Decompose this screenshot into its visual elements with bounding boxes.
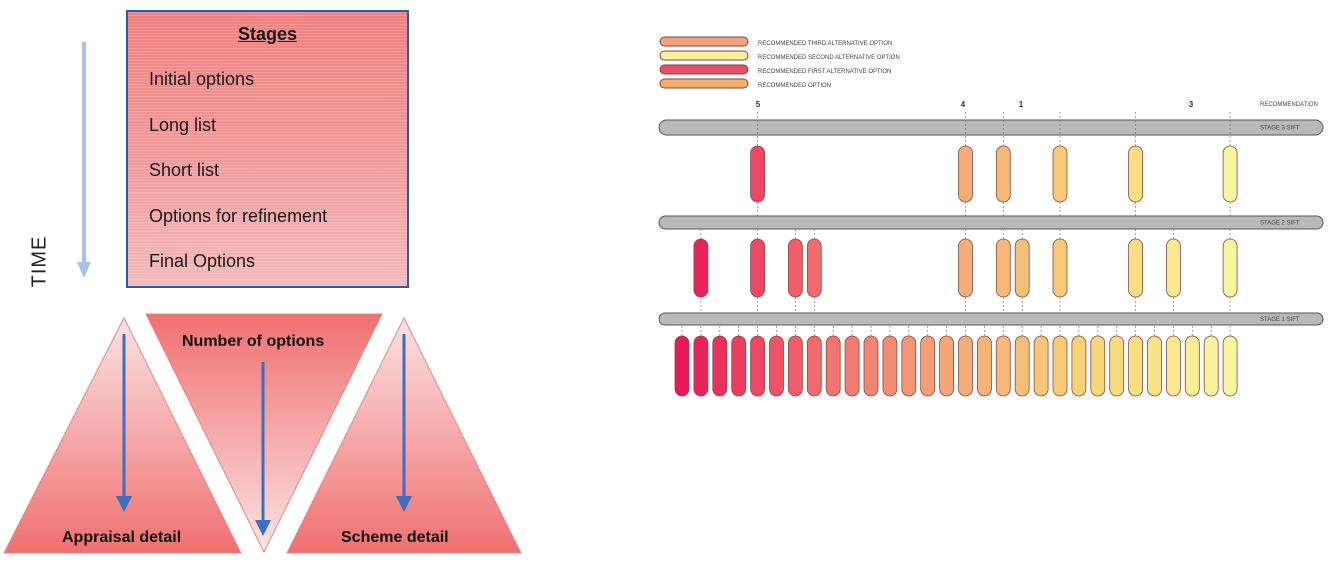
option-pill-middle-10	[1166, 238, 1181, 298]
option-pill-middle-11	[1222, 238, 1238, 298]
option-pill-bottom-20	[1033, 335, 1049, 397]
top-label-2: 4	[961, 100, 966, 109]
option-pill-middle-4	[806, 238, 822, 298]
time-and-triangles-graphic	[3, 42, 522, 554]
sift-bar-3	[658, 312, 1324, 326]
time-label: TIME	[28, 235, 51, 288]
option-pill-bottom-26	[1147, 335, 1162, 397]
sift-bar-1	[658, 119, 1324, 136]
stages-box: Stages Initial options Long list Short l…	[126, 10, 409, 288]
legend-swatch-3	[659, 64, 749, 75]
option-pill-bottom-29	[1203, 335, 1219, 397]
option-pill-middle-2	[750, 238, 765, 298]
stage-long-list: Long list	[149, 115, 217, 135]
time-arrow-head	[77, 262, 91, 278]
option-pill-bottom-4	[731, 335, 747, 397]
option-pill-bottom-16	[958, 335, 973, 397]
option-pill-bottom-21	[1052, 335, 1068, 397]
option-pill-bottom-27	[1166, 335, 1181, 397]
option-pill-bottom-13	[901, 335, 917, 397]
option-pill-middle-1	[693, 238, 709, 298]
appraisal-detail-label: Appraisal detail	[62, 529, 182, 546]
option-pill-bottom-7	[787, 335, 803, 397]
scheme-arrow-head	[396, 496, 412, 512]
stage-options-for-refinement: Options for refinement	[149, 206, 328, 226]
sift-bar-label-1: STAGE 3 SIFT	[1260, 126, 1300, 132]
option-pill-bottom-11	[863, 335, 879, 397]
option-pill-bottom-3	[712, 335, 728, 397]
appraisal-arrow-head	[116, 496, 132, 512]
option-development-diagram: TIME Stages Initial options Long list Sh…	[0, 0, 540, 566]
option-pill-bottom-12	[882, 335, 898, 397]
option-pill-middle-5	[958, 238, 973, 298]
option-pill-bottom-2	[693, 335, 709, 397]
option-pill-bottom-23	[1090, 335, 1106, 397]
option-pill-top-3	[995, 145, 1011, 203]
option-pill-bottom-14	[920, 335, 936, 397]
sift-bar-label-2: STAGE 2 SIFT	[1260, 221, 1300, 227]
option-pill-top-2	[958, 145, 973, 203]
option-pill-bottom-10	[844, 335, 860, 397]
recommendation-header: RECOMMENDATION	[1260, 102, 1318, 108]
legend-swatch-4	[659, 78, 749, 89]
legend-swatch-2	[659, 50, 749, 61]
option-pill-top-6	[1222, 145, 1238, 203]
options-arrow-head	[255, 520, 271, 536]
option-pill-bottom-30	[1222, 335, 1238, 397]
stages-title: Stages	[237, 24, 298, 44]
sift-bar-2	[658, 215, 1324, 230]
option-pill-top-4	[1052, 145, 1068, 203]
legend-label-3: RECOMMENDED FIRST ALTERNATIVE OPTION	[758, 69, 891, 75]
option-pill-bottom-5	[750, 335, 765, 397]
top-label-3: 1	[1019, 100, 1024, 109]
option-pill-bottom-28	[1184, 335, 1200, 397]
option-pill-middle-9	[1128, 238, 1144, 298]
option-pill-bottom-17	[976, 335, 992, 397]
option-pill-middle-8	[1052, 238, 1068, 298]
option-pill-middle-6	[995, 238, 1011, 298]
legend-swatch-1	[659, 36, 749, 47]
option-pill-bottom-15	[939, 335, 955, 397]
legend-label-1: RECOMMENDED THIRD ALTERNATIVE OPTION	[758, 41, 892, 47]
option-pill-bottom-6	[769, 335, 784, 397]
option-pill-bottom-19	[1014, 335, 1030, 397]
legend-label-2: RECOMMENDED SECOND ALTERNATIVE OPTION	[758, 55, 900, 61]
scheme-detail-label: Scheme detail	[341, 529, 449, 546]
stage-final-options: Final Options	[149, 251, 256, 271]
option-pill-bottom-8	[806, 335, 822, 397]
sift-bar-label-3: STAGE 1 SIFT	[1260, 317, 1300, 323]
option-pill-bottom-9	[825, 335, 841, 397]
option-pill-bottom-1	[674, 335, 690, 397]
top-label-1: 5	[756, 100, 761, 109]
option-pill-bottom-22	[1071, 335, 1087, 397]
sifting-process-diagram: RECOMMENDED THIRD ALTERNATIVE OPTION RECO…	[640, 0, 1333, 566]
number-of-options-label: Number of options	[182, 333, 325, 350]
option-pill-top-5	[1128, 145, 1144, 203]
stage-initial-options: Initial options	[149, 69, 255, 89]
sifting-graphic: RECOMMENDED THIRD ALTERNATIVE OPTION RECO…	[658, 36, 1324, 397]
legend-label-4: RECOMMENDED OPTION	[758, 83, 831, 89]
option-pill-bottom-24	[1109, 335, 1125, 397]
option-pill-middle-3	[787, 238, 803, 298]
option-pill-top-1	[750, 145, 765, 203]
stage-short-list: Short list	[149, 160, 220, 180]
option-pill-bottom-18	[995, 335, 1011, 397]
option-pill-middle-7	[1014, 238, 1030, 298]
option-pill-bottom-25	[1128, 335, 1144, 397]
top-label-4: 3	[1189, 100, 1194, 109]
